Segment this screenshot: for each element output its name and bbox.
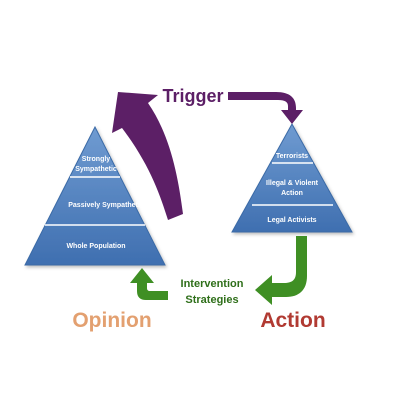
action-tier-middle-line1: Illegal & Violent bbox=[266, 180, 319, 187]
opinion-pyramid-shape bbox=[24, 125, 166, 266]
intervention-label-line1: Intervention bbox=[181, 278, 244, 290]
action-tier-middle-label: Illegal & Violent Action bbox=[266, 180, 319, 197]
opinion-tier-bottom-label: Whole Population bbox=[66, 243, 125, 250]
trigger-arrow-up bbox=[112, 92, 183, 220]
trigger-arrow-down-body bbox=[228, 92, 303, 124]
opinion-tier-top-label: Strongly Sympathetic bbox=[75, 156, 117, 173]
intervention-arrow-left-body bbox=[130, 268, 168, 300]
intervention-arrow-right-body bbox=[255, 236, 307, 305]
trigger-label: Trigger bbox=[162, 86, 223, 106]
intervention-arrow-right bbox=[255, 236, 307, 305]
trigger-arrow-up-body bbox=[112, 92, 183, 220]
opinion-title: Opinion bbox=[72, 309, 151, 332]
action-tier-bottom-label: Legal Activists bbox=[267, 217, 316, 224]
intervention-label-line2: Strategies bbox=[185, 294, 238, 306]
opinion-tier-top-line1: Strongly bbox=[82, 156, 110, 163]
intervention-arrow-left bbox=[130, 268, 168, 300]
action-tier-middle-line2: Action bbox=[281, 190, 303, 197]
opinion-tier-middle-label: Passively Sympathetic bbox=[68, 202, 144, 209]
action-title: Action bbox=[260, 309, 325, 332]
action-pyramid bbox=[231, 122, 353, 233]
action-pyramid-shape bbox=[231, 122, 353, 233]
trigger-arrow-down bbox=[228, 92, 303, 124]
opinion-tier-top-line2: Sympathetic bbox=[75, 166, 117, 173]
opinion-pyramid bbox=[24, 125, 166, 266]
action-tier-top-label: Terrorists bbox=[276, 153, 308, 160]
